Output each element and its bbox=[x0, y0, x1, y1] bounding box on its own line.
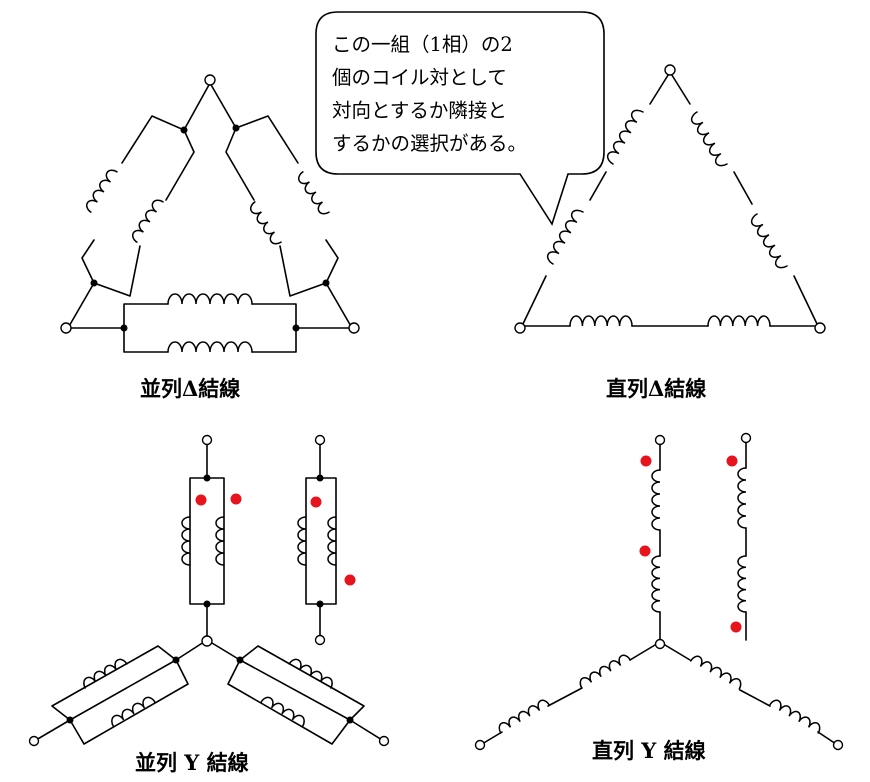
caption-parallel-delta: 並列Δ結線 bbox=[140, 376, 241, 401]
series-delta-circuit bbox=[514, 64, 826, 334]
callout-line: 対向とするか隣接と bbox=[332, 99, 507, 122]
polarity-dot bbox=[310, 496, 322, 508]
caption-series-y: 直列 Y 結線 bbox=[592, 738, 706, 763]
polarity-dot bbox=[639, 545, 651, 557]
callout-text: この一組（1相）の2 個のコイル対として 対向とするか隣接と するかの選択がある… bbox=[332, 28, 590, 160]
callout-line: この一組（1相）の2 bbox=[332, 33, 513, 56]
caption-series-delta: 直列Δ結線 bbox=[606, 376, 707, 401]
parallel-pair-alternate bbox=[297, 434, 356, 646]
polarity-dot bbox=[726, 455, 738, 467]
parallel-delta-circuit bbox=[60, 74, 360, 353]
polarity-dot bbox=[730, 621, 742, 633]
callout-line: するかの選択がある。 bbox=[332, 132, 528, 155]
caption-parallel-y: 並列 Y 結線 bbox=[135, 750, 249, 775]
polarity-dot bbox=[640, 455, 652, 467]
callout-line: 個のコイル対として bbox=[332, 66, 507, 89]
polarity-dot bbox=[230, 493, 242, 505]
parallel-y-circuit bbox=[28, 434, 390, 747]
series-y-circuit bbox=[474, 434, 844, 751]
speech-bubble bbox=[315, 11, 605, 226]
polarity-dot bbox=[195, 494, 207, 506]
series-pair-alternate bbox=[726, 432, 752, 641]
polarity-dot bbox=[344, 574, 356, 586]
